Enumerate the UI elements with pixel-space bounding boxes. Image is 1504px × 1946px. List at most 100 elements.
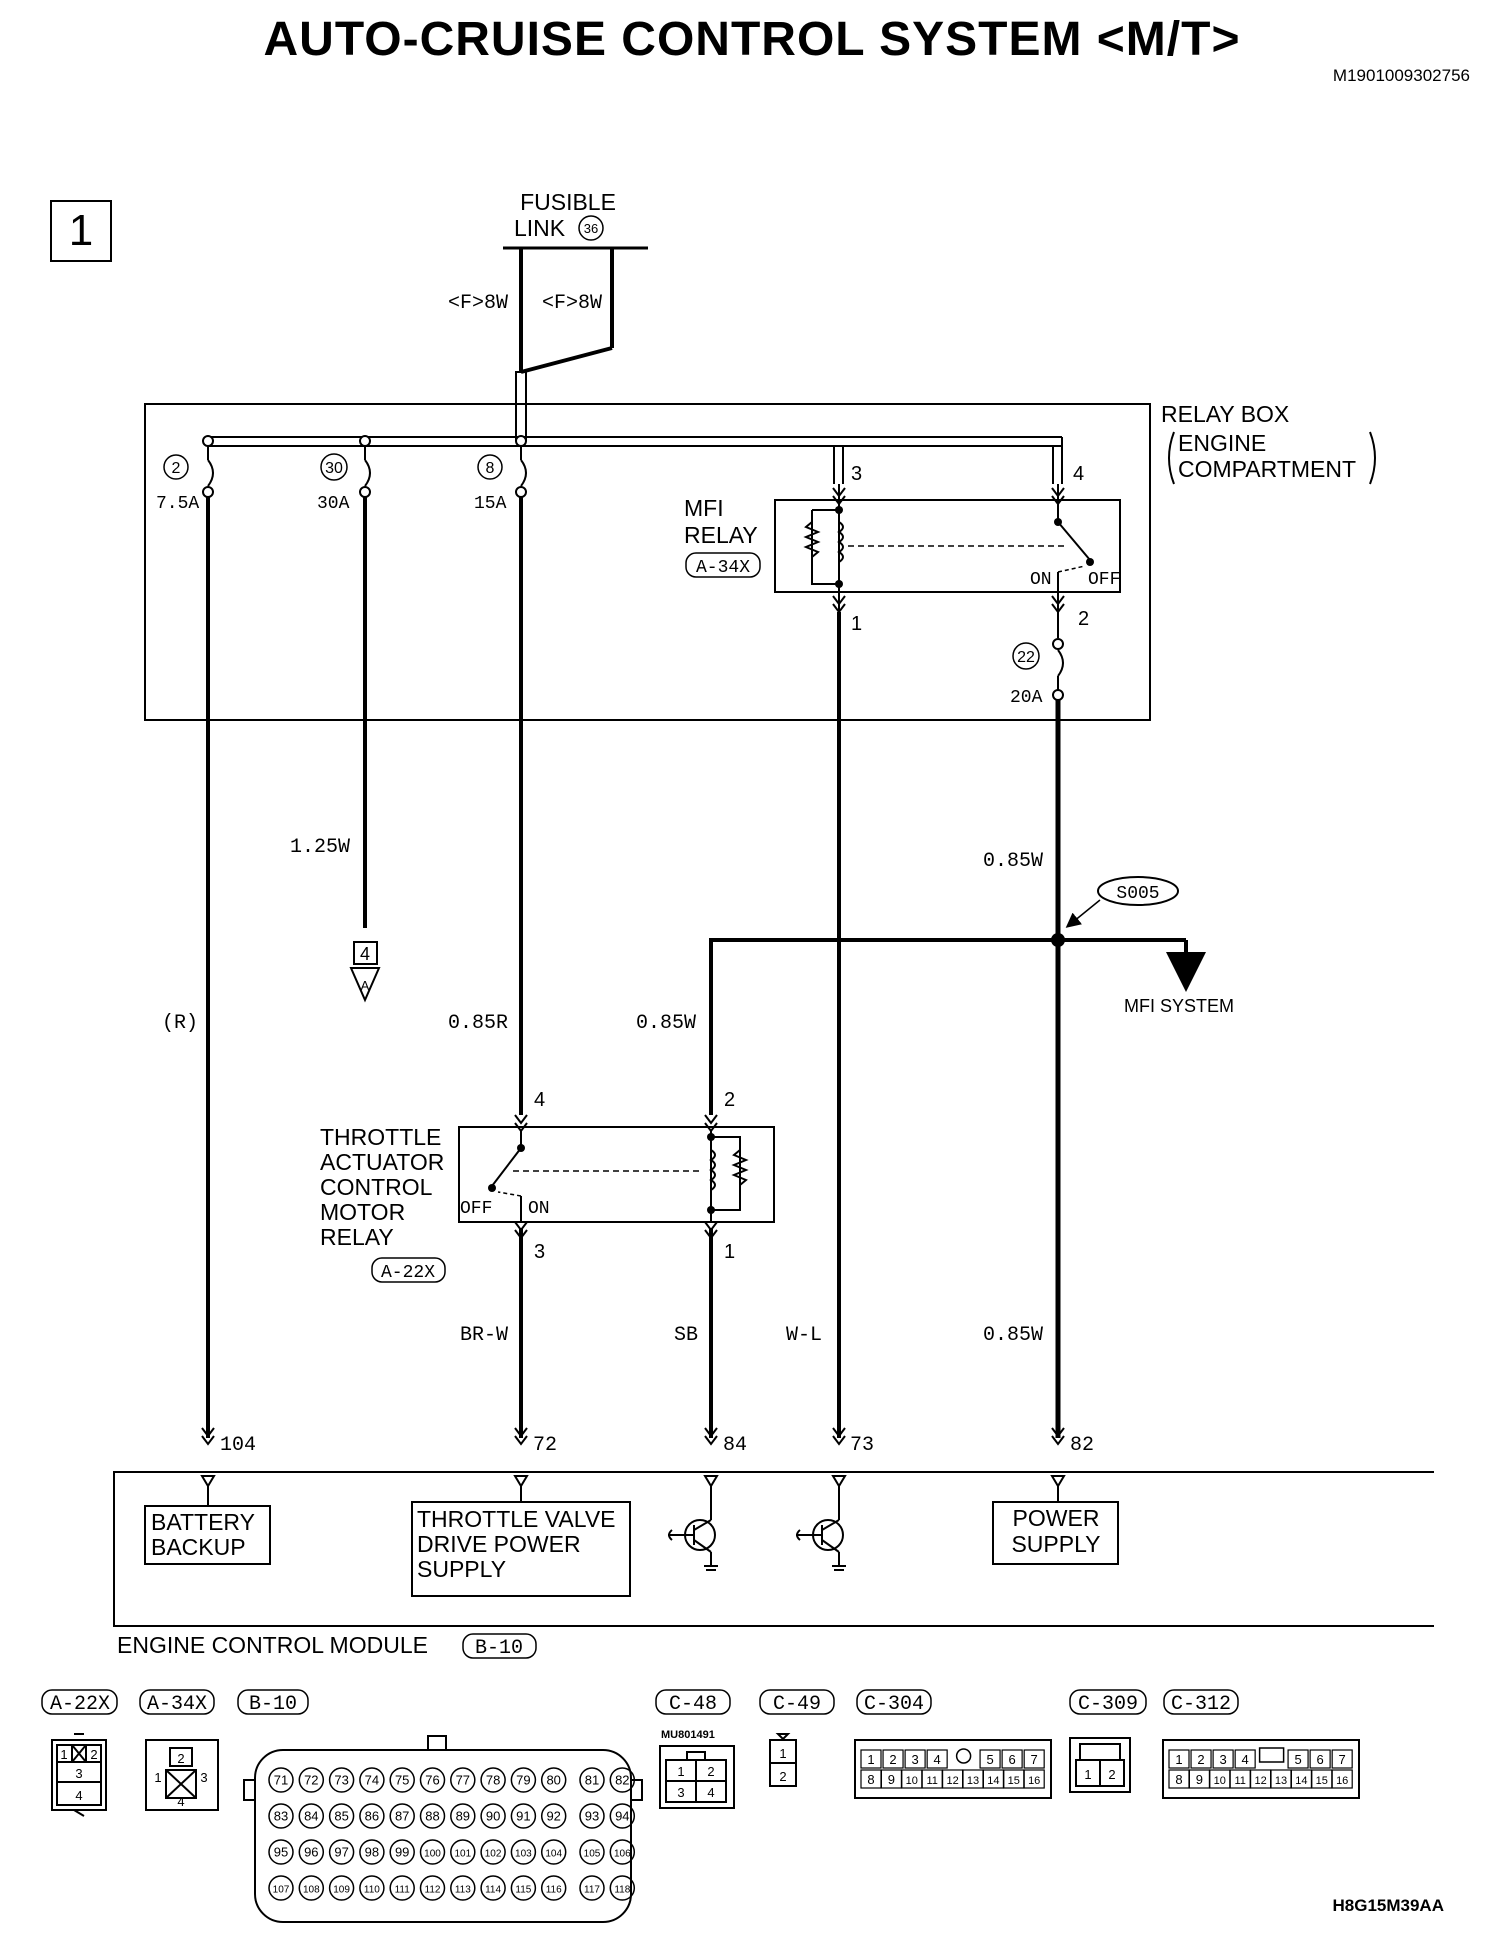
svg-text:9: 9 bbox=[1196, 1772, 1203, 1787]
b10-pin: 79 bbox=[510, 1767, 537, 1793]
b10-pin: 109 bbox=[328, 1875, 355, 1901]
svg-text:88: 88 bbox=[425, 1809, 439, 1824]
ecm-box-throttle-2: DRIVE POWER bbox=[417, 1531, 581, 1557]
b10-pin: 114 bbox=[480, 1875, 506, 1901]
mfi-system-label: MFI SYSTEM bbox=[1124, 996, 1234, 1016]
b10-pin: 117 bbox=[579, 1875, 605, 1901]
diagram-title: AUTO-CRUISE CONTROL SYSTEM <M/T> bbox=[263, 13, 1241, 66]
wire-branch bbox=[709, 938, 1058, 1115]
a22x-pin-2: 2 bbox=[90, 1747, 97, 1762]
b10-pin: 108 bbox=[298, 1875, 325, 1901]
b10-pin: 78 bbox=[480, 1767, 506, 1793]
svg-text:16: 16 bbox=[1336, 1775, 1348, 1787]
c304-pin: 15 bbox=[1003, 1769, 1025, 1789]
b10-pin: 82 bbox=[609, 1767, 636, 1793]
c304-pin: 10 bbox=[901, 1769, 923, 1789]
a34x-pin-4: 4 bbox=[177, 1794, 184, 1809]
svg-text:99: 99 bbox=[395, 1845, 409, 1860]
b10-pin: 104 bbox=[540, 1839, 567, 1865]
c304-pin: 7 bbox=[1023, 1749, 1045, 1769]
transistor-icon bbox=[796, 1519, 846, 1571]
ecm-box-throttle-1: THROTTLE VALVE bbox=[417, 1506, 616, 1532]
connector-label-c309: C-309 bbox=[1078, 1693, 1138, 1716]
b10-pin: 100 bbox=[419, 1839, 446, 1865]
svg-text:108: 108 bbox=[303, 1885, 320, 1896]
c312-pin: 14 bbox=[1290, 1769, 1313, 1789]
b10-pin: 88 bbox=[419, 1803, 446, 1829]
ecm-terminal-82: 82 bbox=[1070, 1434, 1094, 1457]
fuse-2: 2 7.5A bbox=[156, 446, 214, 514]
b10-pin: 115 bbox=[510, 1875, 537, 1901]
connector-c49 bbox=[769, 1733, 797, 1787]
throttle-relay-label-5: RELAY bbox=[320, 1224, 394, 1250]
svg-text:118: 118 bbox=[614, 1885, 630, 1896]
svg-text:110: 110 bbox=[364, 1885, 380, 1896]
svg-text:97: 97 bbox=[334, 1845, 348, 1860]
svg-text:115: 115 bbox=[515, 1885, 531, 1896]
c312-pin: 8 bbox=[1168, 1769, 1190, 1789]
connector-a22x bbox=[51, 1733, 107, 1817]
c304-pin: 3 bbox=[904, 1749, 926, 1769]
fuse-8: 8 15A bbox=[474, 446, 527, 514]
svg-text:76: 76 bbox=[425, 1773, 439, 1788]
splice-dot bbox=[1051, 933, 1065, 947]
b10-pin: 101 bbox=[450, 1839, 476, 1865]
svg-text:111: 111 bbox=[395, 1885, 411, 1896]
fuse-30: 30 30A bbox=[317, 446, 371, 514]
svg-text:3: 3 bbox=[1219, 1752, 1226, 1767]
svg-text:113: 113 bbox=[455, 1885, 471, 1896]
c49-pin-1: 1 bbox=[779, 1746, 786, 1761]
svg-text:112: 112 bbox=[425, 1885, 441, 1896]
c312-pin: 12 bbox=[1249, 1769, 1272, 1789]
svg-text:85: 85 bbox=[334, 1809, 348, 1824]
ecm-box-battery-1: BATTERY bbox=[151, 1509, 255, 1535]
svg-text:107: 107 bbox=[273, 1885, 290, 1896]
svg-text:82: 82 bbox=[615, 1773, 629, 1788]
c312-pin: 4 bbox=[1234, 1749, 1256, 1769]
ref-marker-letter: A bbox=[361, 978, 370, 993]
b10-pin: 113 bbox=[450, 1875, 476, 1901]
b10-pin: 110 bbox=[359, 1875, 385, 1901]
svg-text:100: 100 bbox=[424, 1849, 441, 1860]
splice-s005: S005 MFI SYSTEM bbox=[1065, 876, 1234, 1016]
connector-b10 bbox=[243, 1735, 643, 1923]
b10-pin: 83 bbox=[268, 1803, 294, 1829]
fuse-30-number: 30 bbox=[325, 460, 343, 477]
c304-pin: 12 bbox=[941, 1769, 964, 1789]
svg-text:75: 75 bbox=[395, 1773, 409, 1788]
throttle-relay-pin-4: 4 bbox=[534, 1089, 545, 1111]
c309-pin-1: 1 bbox=[1084, 1767, 1091, 1782]
ecm-box-throttle-3: SUPPLY bbox=[417, 1556, 506, 1582]
c49-pin-2: 2 bbox=[779, 1769, 786, 1784]
c304-pin: 9 bbox=[880, 1769, 903, 1789]
fusible-link-number: 36 bbox=[584, 221, 598, 236]
connector-c309 bbox=[1069, 1737, 1131, 1793]
ecm-label: ENGINE CONTROL MODULE bbox=[117, 1632, 428, 1658]
b10-pin: 81 bbox=[579, 1767, 605, 1793]
svg-text:91: 91 bbox=[516, 1809, 530, 1824]
c304-pin: 11 bbox=[921, 1769, 943, 1789]
fuse-22-rating: 20A bbox=[1010, 688, 1043, 708]
wire-label-r: (R) bbox=[162, 1012, 198, 1035]
mfi-relay-pin-2: 2 bbox=[1078, 608, 1089, 630]
feed-wire-label-2: <F>8W bbox=[542, 292, 602, 315]
svg-text:8: 8 bbox=[867, 1772, 874, 1787]
c312-pin: 3 bbox=[1212, 1749, 1234, 1769]
b10-pin: 85 bbox=[328, 1803, 355, 1829]
ref-marker-number: 4 bbox=[360, 944, 370, 964]
b10-pin: 72 bbox=[298, 1767, 325, 1793]
c304-pin: 4 bbox=[926, 1749, 948, 1769]
throttle-relay-pin-3: 3 bbox=[534, 1241, 545, 1263]
svg-text:78: 78 bbox=[486, 1773, 500, 1788]
svg-text:7: 7 bbox=[1031, 1752, 1038, 1767]
svg-text:2: 2 bbox=[1197, 1752, 1204, 1767]
section-number: 1 bbox=[50, 200, 112, 262]
a34x-pin-2: 2 bbox=[177, 1751, 184, 1766]
c312-pin: 6 bbox=[1309, 1749, 1331, 1769]
svg-text:2: 2 bbox=[889, 1752, 896, 1767]
b10-pin: 99 bbox=[389, 1839, 415, 1865]
svg-text:105: 105 bbox=[584, 1849, 601, 1860]
mfi-relay: MFI RELAY A-34X 3 4 1 2 bbox=[684, 463, 1121, 635]
svg-text:6: 6 bbox=[1009, 1752, 1016, 1767]
